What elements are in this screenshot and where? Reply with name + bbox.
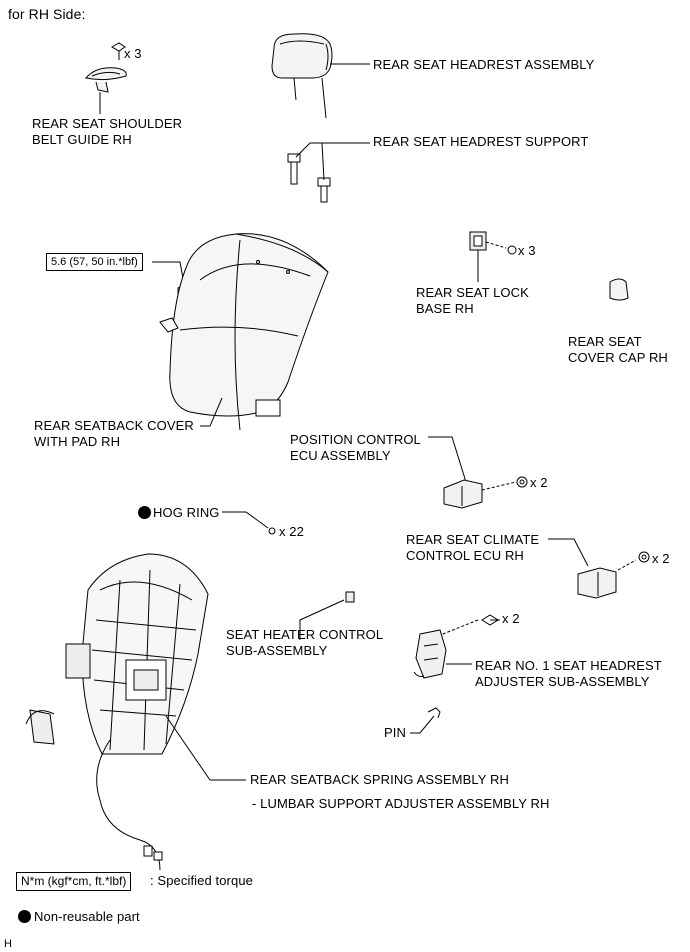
heater-control-label: SEAT HEATER CONTROL SUB-ASSEMBLY (226, 627, 384, 658)
lock-base-label: REAR SEAT LOCK BASE RH (416, 285, 529, 316)
lock-base-part (469, 231, 487, 251)
position-ecu-qty: x 2 (530, 475, 548, 490)
seatback-frame-part (25, 553, 209, 871)
headrest-support-label: REAR SEAT HEADREST SUPPORT (373, 134, 589, 149)
shoulder-belt-guide-part (85, 67, 127, 93)
cover-cap-part (609, 278, 629, 301)
seatback-cover-part (159, 233, 329, 431)
shoulder-belt-qty: x 3 (124, 46, 142, 61)
headrest-adjuster-qty: x 2 (502, 611, 520, 626)
headrest-adjuster-label: REAR NO. 1 SEAT HEADREST ADJUSTER SUB-AS… (475, 658, 662, 689)
page-title: for RH Side: (8, 6, 86, 22)
heater-control-part (345, 591, 355, 603)
torque-spec-box: 5.6 (57, 50 in.*lbf) (46, 253, 143, 271)
cover-cap-label: REAR SEAT COVER CAP RH (568, 334, 668, 365)
pin-label: PIN (384, 725, 406, 740)
legend-torque-text: : Specified torque (150, 873, 253, 888)
spring-assembly-label: REAR SEATBACK SPRING ASSEMBLY RH (250, 772, 509, 787)
headrest-adjuster-part (413, 629, 447, 679)
headrest-support-part (287, 153, 331, 203)
position-ecu-label: POSITION CONTROL ECU ASSEMBLY (290, 432, 421, 463)
headrest-assembly-label: REAR SEAT HEADREST ASSEMBLY (373, 57, 595, 72)
pin-icon (427, 707, 441, 719)
headrest-part (271, 33, 333, 119)
hog-ring-label: HOG RING (153, 505, 220, 520)
climate-ecu-label: REAR SEAT CLIMATE CONTROL ECU RH (406, 532, 540, 563)
bolt-icon (110, 42, 126, 60)
climate-ecu-part (577, 567, 617, 599)
lumbar-adjuster-label: - LUMBAR SUPPORT ADJUSTER ASSEMBLY RH (252, 796, 550, 811)
legend-non-reusable-text: Non-reusable part (34, 909, 140, 924)
position-ecu-part (443, 479, 483, 509)
legend-dot-icon (18, 910, 31, 923)
hog-ring-qty: x 22 (279, 524, 304, 539)
lock-base-qty: x 3 (518, 243, 536, 258)
figure-code: H (4, 938, 13, 950)
shoulder-belt-guide-label: REAR SEAT SHOULDER BELT GUIDE RH (32, 116, 183, 147)
nut-icon (638, 551, 650, 563)
legend-torque-unit: N*m (kgf*cm, ft.*lbf) (16, 872, 132, 891)
climate-ecu-qty: x 2 (652, 551, 670, 566)
seatback-cover-label: REAR SEATBACK COVER WITH PAD RH (34, 418, 194, 449)
hog-ring-icon (268, 527, 276, 535)
screw-icon (507, 245, 517, 255)
nut-icon (516, 476, 528, 488)
non-reusable-dot-icon (138, 506, 151, 519)
adjuster-bolt-icon (481, 614, 500, 626)
